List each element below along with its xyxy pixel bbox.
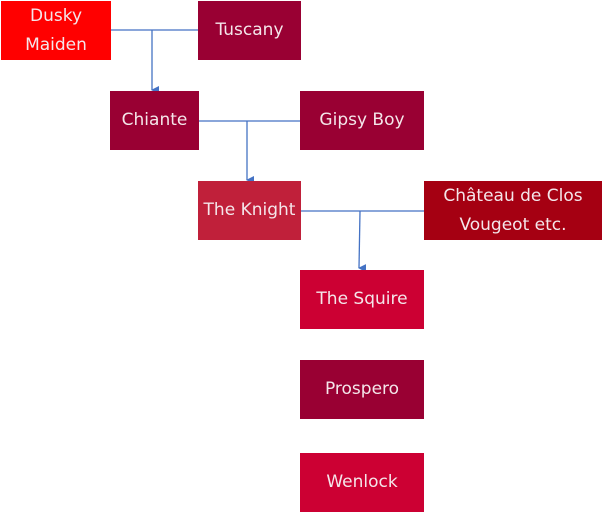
node-tuscany: Tuscany <box>198 1 301 60</box>
node-gipsy-boy: Gipsy Boy <box>300 91 424 150</box>
connector-to-squire <box>358 210 367 273</box>
node-chateau-de-clos-vougeot: Château de Clos Vougeot etc. <box>424 181 602 240</box>
node-the-knight: The Knight <box>198 181 301 240</box>
node-the-squire: The Squire <box>300 270 424 329</box>
node-wenlock: Wenlock <box>300 453 424 512</box>
node-prospero: Prospero <box>300 360 424 419</box>
node-chiante: Chiante <box>110 91 199 150</box>
node-dusky-maiden: Dusky Maiden <box>1 1 111 60</box>
